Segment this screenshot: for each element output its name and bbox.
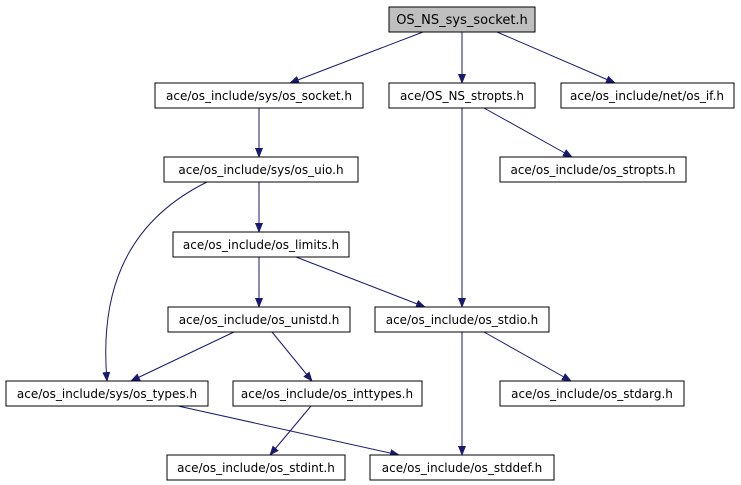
node-stdarg[interactable]: ace/os_include/os_stdarg.h bbox=[499, 380, 685, 407]
node-stddef-label: ace/os_include/os_stddef.h bbox=[382, 461, 542, 475]
node-stdarg-label: ace/os_include/os_stdarg.h bbox=[511, 387, 673, 401]
node-limits-label: ace/os_include/os_limits.h bbox=[183, 238, 339, 252]
node-sys-uio-label: ace/os_include/sys/os_uio.h bbox=[178, 163, 343, 177]
node-limits[interactable]: ace/os_include/os_limits.h bbox=[172, 231, 350, 258]
edge-sys-types-to-stddef bbox=[177, 405, 400, 457]
node-stdio[interactable]: ace/os_include/os_stdio.h bbox=[374, 306, 550, 333]
edge-sys-uio-to-sys-types bbox=[102, 181, 208, 382]
node-stropts-ns[interactable]: ace/OS_NS_stropts.h bbox=[388, 82, 536, 109]
node-sys-socket[interactable]: ace/os_include/sys/os_socket.h bbox=[154, 82, 364, 109]
node-stdint[interactable]: ace/os_include/os_stdint.h bbox=[166, 454, 346, 481]
edge-limits-to-stdio bbox=[295, 256, 426, 308]
edge-stropts-ns-to-stropts bbox=[483, 107, 573, 158]
node-sys-types-label: ace/os_include/sys/os_types.h bbox=[17, 387, 197, 401]
node-unistd[interactable]: ace/os_include/os_unistd.h bbox=[167, 306, 351, 333]
node-stdint-label: ace/os_include/os_stdint.h bbox=[177, 461, 335, 475]
node-root[interactable]: OS_NS_sys_socket.h bbox=[388, 6, 536, 33]
node-stropts[interactable]: ace/os_include/os_stropts.h bbox=[499, 156, 687, 183]
edge-unistd-to-sys-types bbox=[130, 331, 235, 382]
node-sys-uio[interactable]: ace/os_include/sys/os_uio.h bbox=[163, 156, 359, 183]
node-unistd-label: ace/os_include/os_unistd.h bbox=[179, 313, 340, 327]
edge-root-to-net-if bbox=[496, 31, 616, 84]
node-sys-socket-label: ace/os_include/sys/os_socket.h bbox=[166, 89, 352, 103]
node-sys-types[interactable]: ace/os_include/sys/os_types.h bbox=[5, 380, 209, 407]
node-root-label: OS_NS_sys_socket.h bbox=[396, 13, 528, 28]
edge-unistd-to-inttypes bbox=[271, 331, 313, 382]
node-stddef[interactable]: ace/os_include/os_stddef.h bbox=[369, 454, 555, 481]
edge-inttypes-to-stdint bbox=[269, 405, 312, 456]
edge-stdio-to-stdarg bbox=[483, 331, 572, 382]
node-inttypes-label: ace/os_include/os_inttypes.h bbox=[241, 387, 413, 401]
node-stropts-ns-label: ace/OS_NS_stropts.h bbox=[400, 89, 524, 103]
edge-root-to-sys-socket bbox=[289, 31, 424, 84]
node-stdio-label: ace/os_include/os_stdio.h bbox=[386, 313, 539, 327]
node-net-if-label: ace/os_include/net/os_if.h bbox=[570, 89, 724, 103]
node-net-if[interactable]: ace/os_include/net/os_if.h bbox=[560, 82, 735, 109]
node-inttypes[interactable]: ace/os_include/os_inttypes.h bbox=[232, 380, 423, 407]
node-stropts-label: ace/os_include/os_stropts.h bbox=[510, 163, 675, 177]
